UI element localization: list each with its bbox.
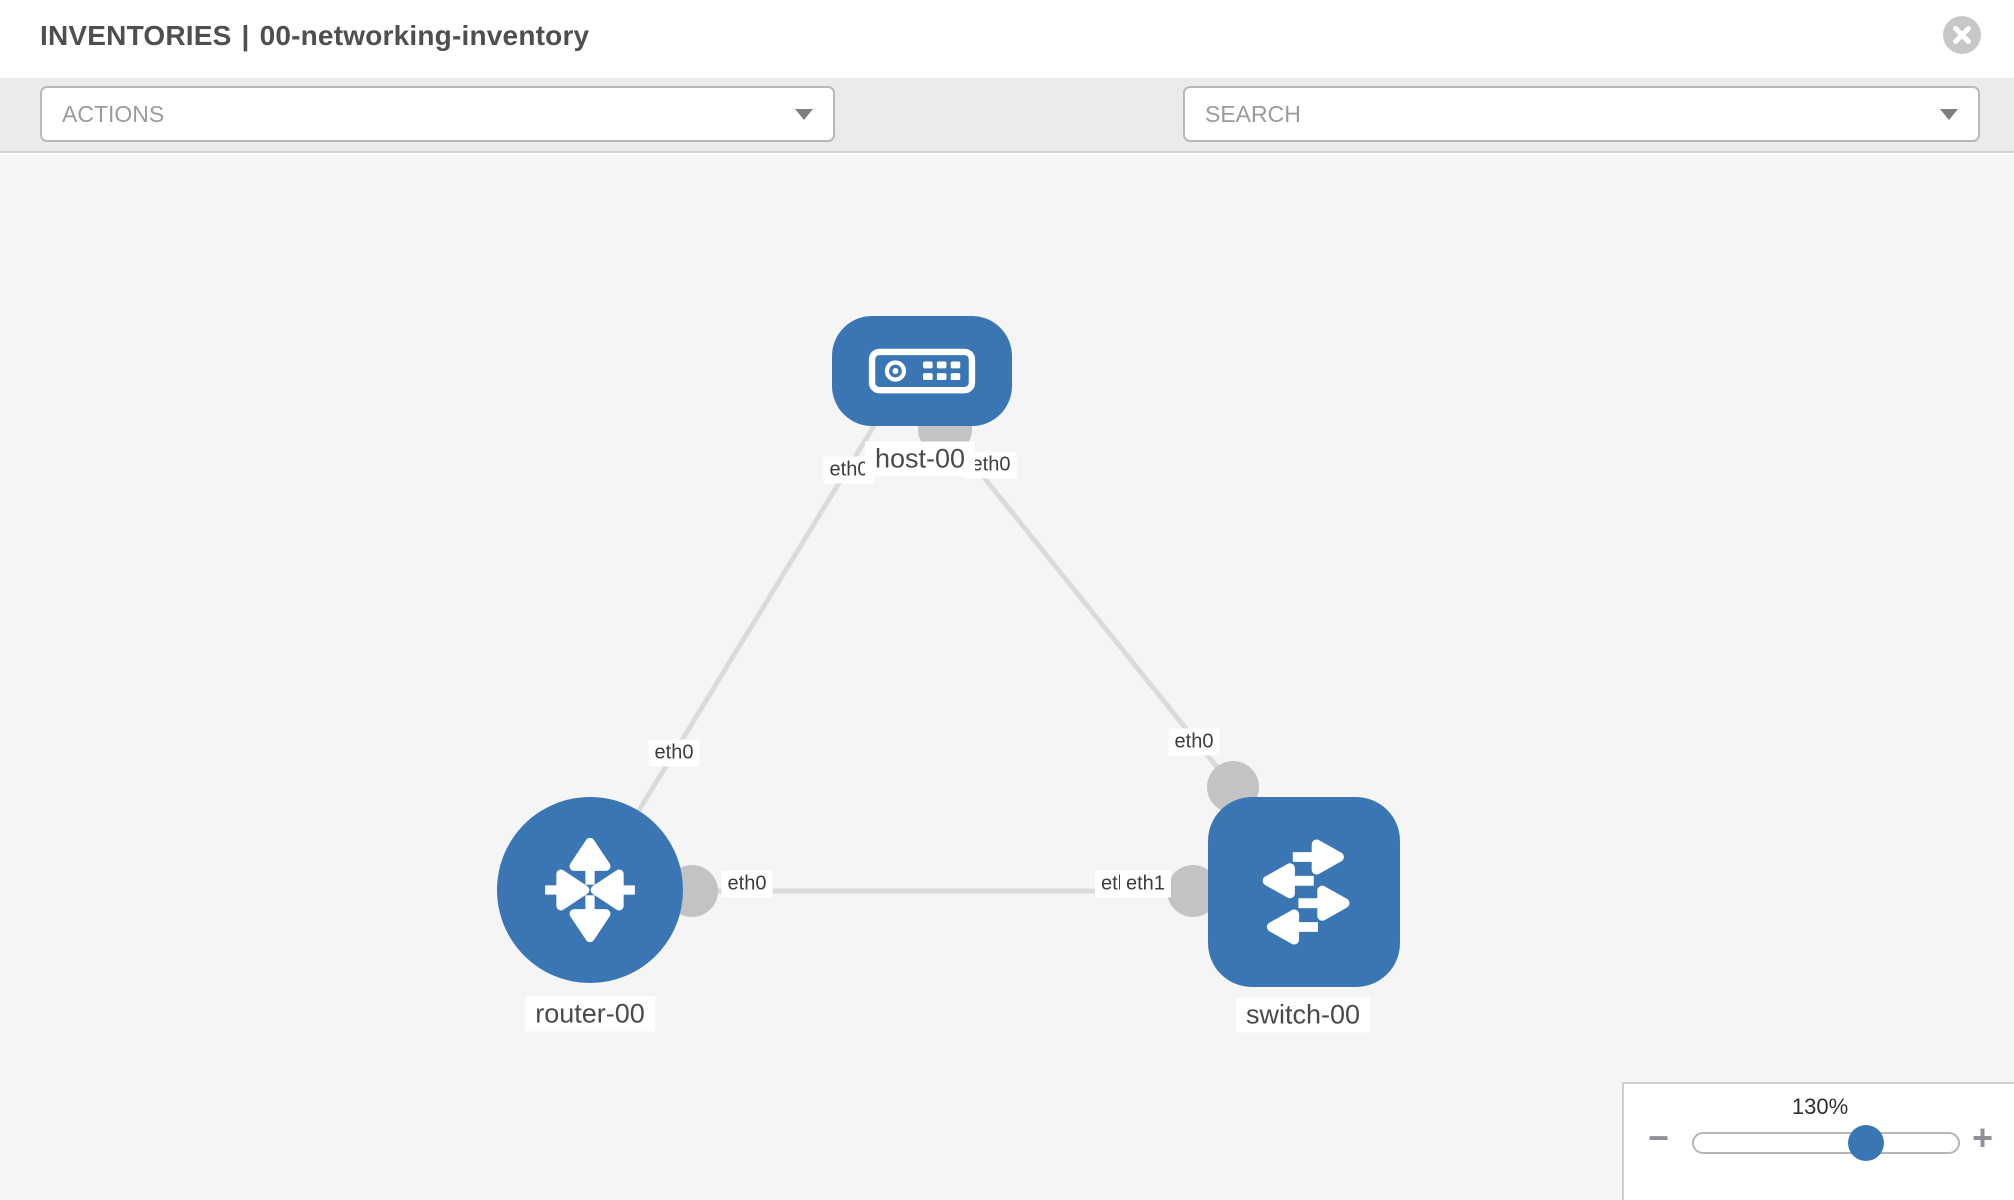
page-header: INVENTORIES | 00-networking-inventory bbox=[0, 0, 2014, 78]
interface-label-router-eth0-host: eth0 bbox=[648, 739, 700, 767]
server-icon bbox=[868, 348, 976, 394]
interface-label-switch-eth1-router: eth1 bbox=[1120, 870, 1171, 898]
node-label-switch: switch-00 bbox=[1235, 997, 1371, 1033]
switch-icon bbox=[1262, 839, 1350, 945]
node-host-00[interactable] bbox=[832, 316, 1012, 426]
node-switch-00[interactable] bbox=[1208, 797, 1400, 987]
zoom-slider-handle[interactable] bbox=[1848, 1125, 1884, 1161]
breadcrumb-inventory-name: 00-networking-inventory bbox=[259, 20, 590, 51]
zoom-in-button[interactable]: + bbox=[1972, 1117, 1994, 1158]
actions-dropdown[interactable]: ACTIONS bbox=[40, 86, 835, 142]
topology-links bbox=[635, 402, 1259, 917]
page-title: INVENTORIES | 00-networking-inventory bbox=[40, 20, 589, 52]
node-label-router: router-00 bbox=[525, 996, 655, 1032]
breadcrumb-separator: | bbox=[241, 20, 250, 51]
node-router-00[interactable] bbox=[497, 797, 683, 983]
close-icon[interactable] bbox=[1943, 16, 1981, 54]
interface-label-switch-eth0-host: eth0 bbox=[1168, 728, 1220, 756]
topology-canvas[interactable]: host-00 router-00 switch-00 eth0 eth0 et… bbox=[0, 155, 2014, 1200]
port-circle-switch-left bbox=[1167, 865, 1219, 917]
node-label-host: host-00 bbox=[864, 441, 976, 477]
chevron-down-icon bbox=[1940, 108, 1958, 120]
zoom-out-button[interactable]: − bbox=[1648, 1117, 1670, 1158]
router-icon bbox=[545, 837, 635, 943]
chevron-down-icon bbox=[795, 108, 813, 120]
actions-dropdown-label: ACTIONS bbox=[62, 100, 165, 127]
zoom-level-readout: 130% bbox=[1791, 1094, 1849, 1119]
interface-label-router-eth0-switch: eth0 bbox=[721, 870, 773, 898]
zoom-slider[interactable] bbox=[1692, 1125, 1960, 1161]
breadcrumb-section: INVENTORIES bbox=[40, 20, 232, 51]
search-dropdown[interactable]: SEARCH bbox=[1183, 86, 1980, 142]
zoom-panel: 130% − + bbox=[1622, 1082, 2014, 1200]
link-host-switch bbox=[943, 427, 1235, 789]
search-dropdown-label: SEARCH bbox=[1205, 100, 1301, 127]
toolbar: ACTIONS SEARCH bbox=[0, 78, 2014, 209]
